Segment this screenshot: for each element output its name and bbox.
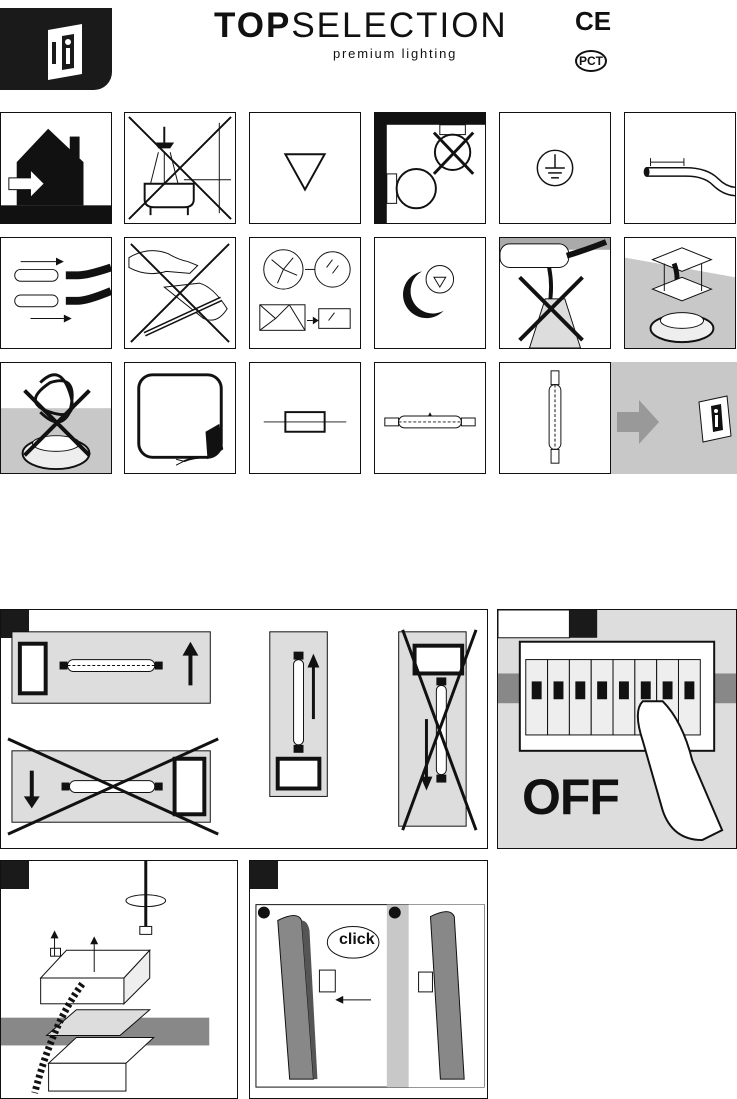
brand-tagline: premium lighting (333, 46, 457, 61)
strip-wire-length-icon (624, 112, 736, 224)
no-bathroom-icon (124, 112, 236, 224)
no-tangled-wires-icon (0, 362, 112, 474)
step-click-lamp-panel: click (249, 860, 488, 1099)
vertical-lamp-icon (499, 362, 611, 474)
see-manual-icon (695, 394, 735, 444)
off-label: OFF (522, 768, 619, 826)
instruction-book-icon (0, 8, 112, 90)
fuse-icon (249, 362, 361, 474)
step-power-off-panel: OFF (497, 609, 737, 849)
see-manual-panel (611, 362, 737, 474)
horizontal-wrong (8, 739, 218, 834)
ce-mark: CE (575, 6, 611, 37)
class-ii-plug-icon (124, 362, 236, 474)
linear-halogen-lamp-icon (374, 362, 486, 474)
vertical-wrong (399, 630, 476, 830)
vertical-correct (270, 632, 328, 797)
click-label: click (339, 931, 375, 949)
no-direct-lamp-contact-icon (374, 112, 486, 224)
brand-logo: TOPSELECTION (214, 6, 508, 46)
indoor-use-icon (0, 112, 112, 224)
triangle-symbol-icon (249, 112, 361, 224)
step-lamp-orientation-panel (0, 609, 488, 849)
manual-badge (0, 8, 112, 90)
distance-from-surface-icon (374, 237, 486, 349)
earth-ground-icon (499, 112, 611, 224)
wire-connection-icon (0, 237, 112, 349)
horizontal-correct (12, 632, 210, 703)
no-cable-crush-icon (499, 237, 611, 349)
step-mounting-panel (0, 860, 238, 1099)
pct-mark: PCT (575, 50, 607, 72)
replace-cracked-glass-icon (249, 237, 361, 349)
ceiling-mount-icon (624, 237, 736, 349)
no-bare-hand-bulb-icon (124, 237, 236, 349)
